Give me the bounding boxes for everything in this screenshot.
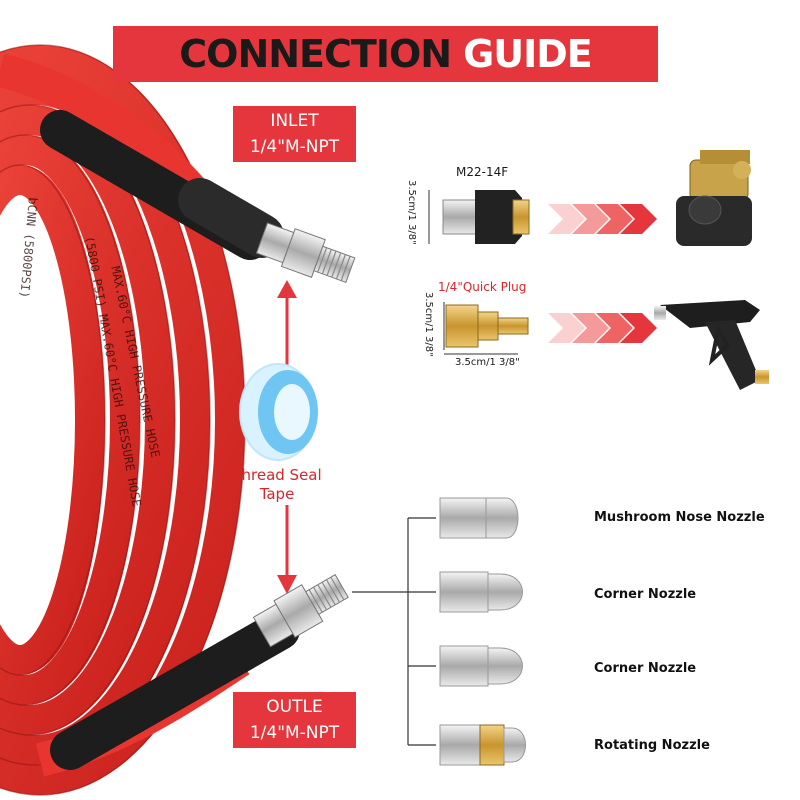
nozzle-bracket-lines bbox=[352, 517, 436, 746]
outlet-label: OUTLE 1/4"M-NPT bbox=[233, 692, 356, 748]
m22-coupler-icon bbox=[428, 190, 530, 244]
thread-seal-tape-icon bbox=[239, 363, 318, 461]
page-title-banner: CONNECTION GUIDE bbox=[113, 26, 658, 82]
nozzle-label-rotating: Rotating Nozzle bbox=[594, 738, 710, 753]
m22-label: M22-14F bbox=[456, 165, 509, 179]
quick-plug-icon bbox=[443, 302, 529, 355]
inlet-label: INLET 1/4"M-NPT bbox=[233, 106, 356, 162]
inlet-label-line1: INLET bbox=[270, 111, 319, 131]
outlet-label-line2: 1/4"M-NPT bbox=[249, 723, 340, 743]
chevron-arrows-bottom bbox=[548, 313, 657, 343]
nozzle-label-corner-2: Corner Nozzle bbox=[594, 661, 697, 676]
title-word-1: CONNECTION bbox=[179, 32, 452, 76]
quick-plug-label: 1/4"Quick Plug bbox=[438, 280, 527, 294]
inlet-pointer-arrow bbox=[277, 280, 297, 375]
spray-gun-icon bbox=[654, 300, 769, 390]
outlet-label-line1: OUTLE bbox=[266, 697, 323, 717]
quick-plug-dimension-vertical: 3.5cm/1 3/8" bbox=[423, 292, 434, 357]
tape-label-line1: Thread Seal bbox=[232, 466, 322, 484]
hose-coil bbox=[0, 45, 245, 795]
inlet-label-line2: 1/4"M-NPT bbox=[249, 137, 340, 157]
chevron-arrows-top bbox=[548, 204, 657, 234]
nozzle-label-mushroom: Mushroom Nose Nozzle bbox=[594, 510, 765, 525]
rotating-nozzle-icon bbox=[439, 724, 526, 766]
pressure-washer-pump-icon bbox=[676, 150, 752, 246]
corner-nozzle-icon-2 bbox=[439, 645, 523, 687]
m22-dimension: 3.5cm/1 3/8" bbox=[406, 180, 417, 245]
outlet-pointer-arrow bbox=[277, 505, 297, 594]
quick-plug-dimension-horizontal: 3.5cm/1 3/8" bbox=[455, 357, 520, 368]
corner-nozzle-icon-1 bbox=[439, 571, 523, 613]
nozzle-label-corner-1: Corner Nozzle bbox=[594, 587, 697, 602]
mushroom-nozzle-icon bbox=[439, 497, 519, 539]
thread-seal-tape-label: Thread Seal Tape bbox=[222, 466, 332, 504]
title-word-2: GUIDE bbox=[463, 32, 593, 76]
tape-label-line2: Tape bbox=[259, 485, 295, 503]
